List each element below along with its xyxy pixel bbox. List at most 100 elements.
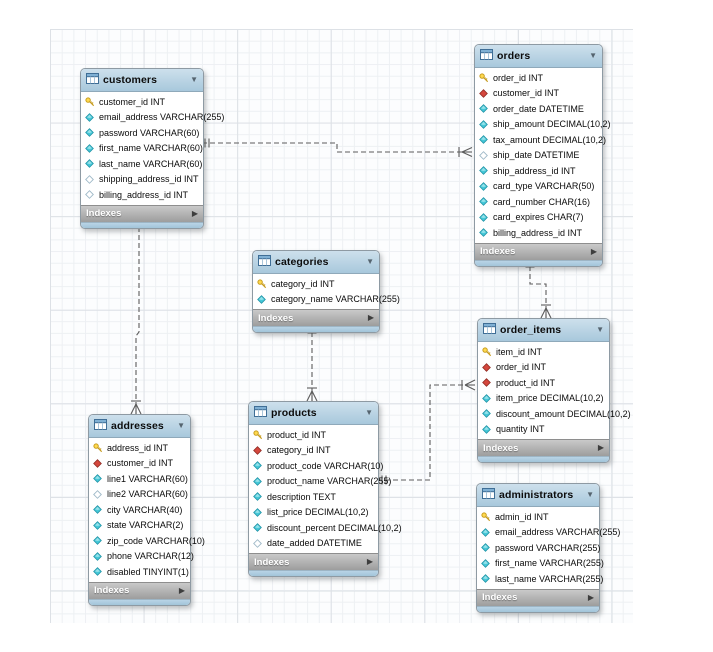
expand-arrow-icon[interactable]: ▶ [597,443,604,452]
collapse-arrow-icon[interactable]: ▼ [589,51,597,60]
column-label: ship_address_id INT [493,165,576,176]
indexes-section[interactable]: Indexes▶ [475,242,602,260]
column-row[interactable]: zip_code VARCHAR(10) [89,533,205,549]
column-row[interactable]: quantity INT [478,422,609,438]
column-row[interactable]: first_name VARCHAR(60) [81,141,203,157]
table-header[interactable]: orders▼ [475,45,602,68]
expand-arrow-icon[interactable]: ▶ [587,592,594,602]
column-row[interactable]: shipping_address_id INT [81,172,203,188]
indexes-section[interactable]: Indexes▶ [89,581,190,599]
column-row[interactable]: product_code VARCHAR(10) [249,458,383,474]
column-row[interactable]: category_id INT [249,443,378,459]
table-header[interactable]: customers▼ [81,69,203,92]
column-row[interactable]: description TEXT [249,489,378,505]
column-not-null-icon [93,505,103,515]
column-row[interactable]: customer_id INT [81,94,203,110]
column-row[interactable]: billing_address_id INT [81,187,203,203]
column-row[interactable]: product_name VARCHAR(255) [249,474,391,490]
collapse-arrow-icon[interactable]: ▼ [596,325,604,334]
expand-arrow-icon[interactable]: ▶ [191,208,198,218]
table-header[interactable]: categories ▼ [253,251,379,274]
indexes-section[interactable]: Indexes▶ [253,309,379,326]
column-row[interactable]: card_number CHAR(16) [475,194,602,210]
column-row[interactable]: first_name VARCHAR(255) [477,556,604,572]
column-row[interactable]: address_id INT [89,440,190,456]
relationship-orders-order_items[interactable] [525,258,552,319]
table-header[interactable]: addresses▼ [89,415,190,438]
column-nullable-icon [85,190,95,200]
column-label: date_added DATETIME [267,538,362,549]
column-row[interactable]: card_type VARCHAR(50) [475,179,602,195]
indexes-section[interactable]: Indexes▶ [249,553,378,570]
indexes-section[interactable]: Indexes▶ [478,439,609,456]
collapse-arrow-icon[interactable]: ▼ [366,257,374,266]
column-row[interactable]: product_id INT [249,427,378,443]
column-label: disabled TINYINT(1) [107,566,189,577]
relationship-products-order_items[interactable] [377,379,476,485]
column-row[interactable]: product_id INT [478,375,609,391]
column-row[interactable]: category_id INT [253,276,379,292]
expand-arrow-icon[interactable]: ▶ [366,557,373,566]
expand-arrow-icon[interactable]: ▶ [178,585,185,595]
indexes-section[interactable]: Indexes▶ [81,204,203,222]
column-label: billing_address_id INT [493,227,583,238]
collapse-arrow-icon[interactable]: ▼ [586,490,594,499]
table-header[interactable]: administrators▼ [477,484,599,507]
entity-table-administrators[interactable]: administrators▼ admin_id INT email_address… [476,483,620,613]
column-row[interactable]: line2 VARCHAR(60) [89,487,190,503]
column-row[interactable]: order_id INT [475,70,602,86]
column-row[interactable]: last_name VARCHAR(60) [81,156,203,172]
column-row[interactable]: list_price DECIMAL(10,2) [249,505,378,521]
column-row[interactable]: ship_address_id INT [475,163,602,179]
column-row[interactable]: order_date DATETIME [475,101,602,117]
column-row[interactable]: customer_id INT [475,86,602,102]
column-row[interactable]: discount_percent DECIMAL(10,2) [249,520,402,536]
column-row[interactable]: item_price DECIMAL(10,2) [478,391,609,407]
column-row[interactable]: date_added DATETIME [249,536,378,552]
table-header[interactable]: order_items▼ [478,319,609,342]
column-label: admin_id INT [495,511,549,522]
column-row[interactable]: email_address VARCHAR(255) [477,525,620,541]
column-row[interactable]: billing_address_id INT [475,225,602,241]
column-row[interactable]: admin_id INT [477,509,599,525]
column-row[interactable]: ship_amount DECIMAL(10,2) [475,117,611,133]
table-title: categories [275,256,329,268]
expand-arrow-icon[interactable]: ▶ [590,246,597,256]
column-row[interactable]: item_id INT [478,344,609,360]
column-label: product_id INT [267,429,327,440]
column-row[interactable]: city VARCHAR(40) [89,502,190,518]
column-row[interactable]: ship_date DATETIME [475,148,602,164]
column-row[interactable]: customer_id INT [89,456,190,472]
column-row[interactable]: password VARCHAR(255) [477,540,600,556]
column-row[interactable]: email_address VARCHAR(255) [81,110,224,126]
column-row[interactable]: last_name VARCHAR(255) [477,571,603,587]
column-row[interactable]: discount_amount DECIMAL(10,2) [478,406,631,422]
relationship-customers-orders[interactable] [202,138,473,158]
collapse-arrow-icon[interactable]: ▼ [365,408,373,417]
column-not-null-icon [93,567,103,577]
column-not-null-icon [93,474,103,484]
column-row[interactable]: password VARCHAR(60) [81,125,203,141]
table-header[interactable]: products▼ [249,402,378,425]
indexes-section[interactable]: Indexes▶ [477,588,599,606]
column-row[interactable]: order_id INT [478,360,609,376]
collapse-arrow-icon[interactable]: ▼ [177,421,185,430]
column-row[interactable]: phone VARCHAR(12) [89,549,194,565]
collapse-arrow-icon[interactable]: ▼ [190,75,198,84]
column-row[interactable]: disabled TINYINT(1) [89,564,190,580]
expand-arrow-icon[interactable]: ▶ [367,313,374,322]
column-row[interactable]: category_name VARCHAR(255) [253,292,400,308]
column-row[interactable]: tax_amount DECIMAL(10,2) [475,132,606,148]
column-row[interactable]: card_expires CHAR(7) [475,210,602,226]
column-row[interactable]: state VARCHAR(2) [89,518,190,534]
column-not-null-icon [479,181,489,191]
column-row[interactable]: line1 VARCHAR(60) [89,471,190,487]
